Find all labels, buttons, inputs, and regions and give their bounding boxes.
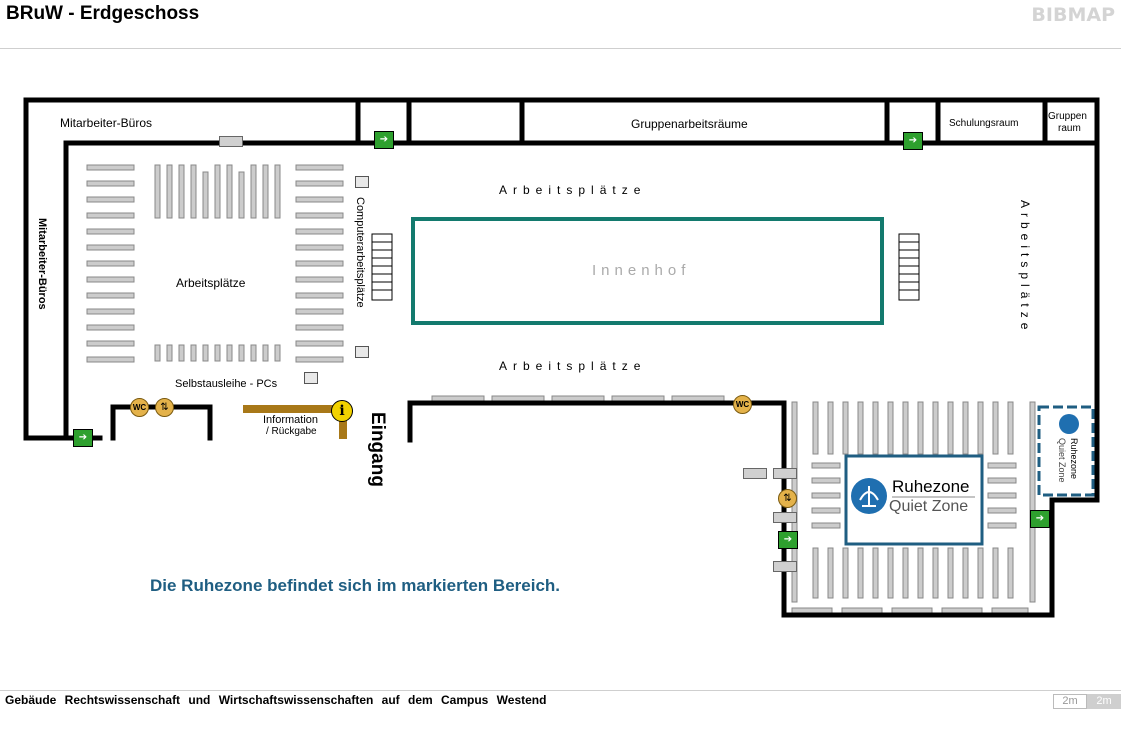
shelves-quiet-zone xyxy=(791,401,1036,614)
area-arbeitsplaetze-right: Arbeitsplätze xyxy=(1018,200,1032,335)
shelves-south xyxy=(431,395,725,402)
info-icon: i xyxy=(331,400,353,422)
quiet-zone-note: Die Ruhezone befindet sich im markierten… xyxy=(150,576,561,595)
carrels xyxy=(371,233,920,301)
footer-divider xyxy=(0,690,1121,691)
area-information-line2: / Rückgabe xyxy=(266,426,317,437)
shelves-left xyxy=(86,164,344,363)
room-gruppenraum-line1: Gruppen xyxy=(1048,111,1087,122)
elevator-icon: ⇅ xyxy=(155,398,174,417)
exit-sign-icon: ➔ xyxy=(903,132,923,150)
room-gruppenraum-line2: raum xyxy=(1058,123,1081,134)
area-computerarbeitsplaetze: Computerarbeitsplätze xyxy=(354,197,366,308)
innenhof-court xyxy=(411,217,884,325)
exit-sign-icon: ➔ xyxy=(778,531,798,549)
copier-icon xyxy=(773,468,797,479)
bibmap-logo: BIBMAP xyxy=(1031,4,1115,26)
copier-icon xyxy=(743,468,767,479)
area-information-line1: Information xyxy=(263,414,319,426)
area-selbstausleihe: Selbstausleihe - PCs xyxy=(175,378,278,390)
room-mitarbeiter-top: Mitarbeiter-Büros xyxy=(60,116,153,130)
computer-icon xyxy=(355,346,369,358)
area-innenhof: Innenhof xyxy=(592,262,691,279)
quiet-zone-small-title: Ruhezone xyxy=(1069,438,1079,480)
exit-sign-icon: ➔ xyxy=(1030,510,1050,528)
page-title: BRuW - Erdgeschoss xyxy=(6,3,200,24)
room-gruppenarbeitsraeume: Gruppenarbeitsräume xyxy=(631,117,748,131)
info-counter xyxy=(243,405,339,413)
computer-icon xyxy=(304,372,318,384)
quiet-zone-subtitle: Quiet Zone xyxy=(889,498,969,515)
area-eingang: Eingang xyxy=(367,412,388,487)
exit-sign-icon: ➔ xyxy=(73,429,93,447)
computer-icon xyxy=(355,176,369,188)
wc-icon: WC xyxy=(130,398,149,417)
room-schulungsraum: Schulungsraum xyxy=(949,118,1019,129)
header-divider xyxy=(0,48,1121,49)
wc-icon: WC xyxy=(733,395,752,414)
room-mitarbeiter-left: Mitarbeiter-Büros xyxy=(36,218,48,310)
area-arbeitsplaetze-left: Arbeitsplätze xyxy=(176,276,246,290)
copier-icon xyxy=(219,136,243,147)
exit-sign-icon: ➔ xyxy=(374,131,394,149)
walls xyxy=(23,97,1100,618)
quiet-zone-small-subtitle: Quiet Zone xyxy=(1057,438,1067,483)
building-name: Gebäude Rechtswissenschaft und Wirtschaf… xyxy=(5,693,547,707)
area-arbeitsplaetze-bottom: Arbeitsplätze xyxy=(499,359,647,373)
quiet-zone-title: Ruhezone xyxy=(892,477,970,496)
scale-bar-segment: 2m xyxy=(1053,694,1087,709)
scale-bar-segment: 2m xyxy=(1087,694,1121,709)
area-arbeitsplaetze-top: Arbeitsplätze xyxy=(499,183,647,197)
copier-icon xyxy=(773,512,797,523)
copier-icon xyxy=(773,561,797,572)
elevator-icon: ⇅ xyxy=(778,489,797,508)
